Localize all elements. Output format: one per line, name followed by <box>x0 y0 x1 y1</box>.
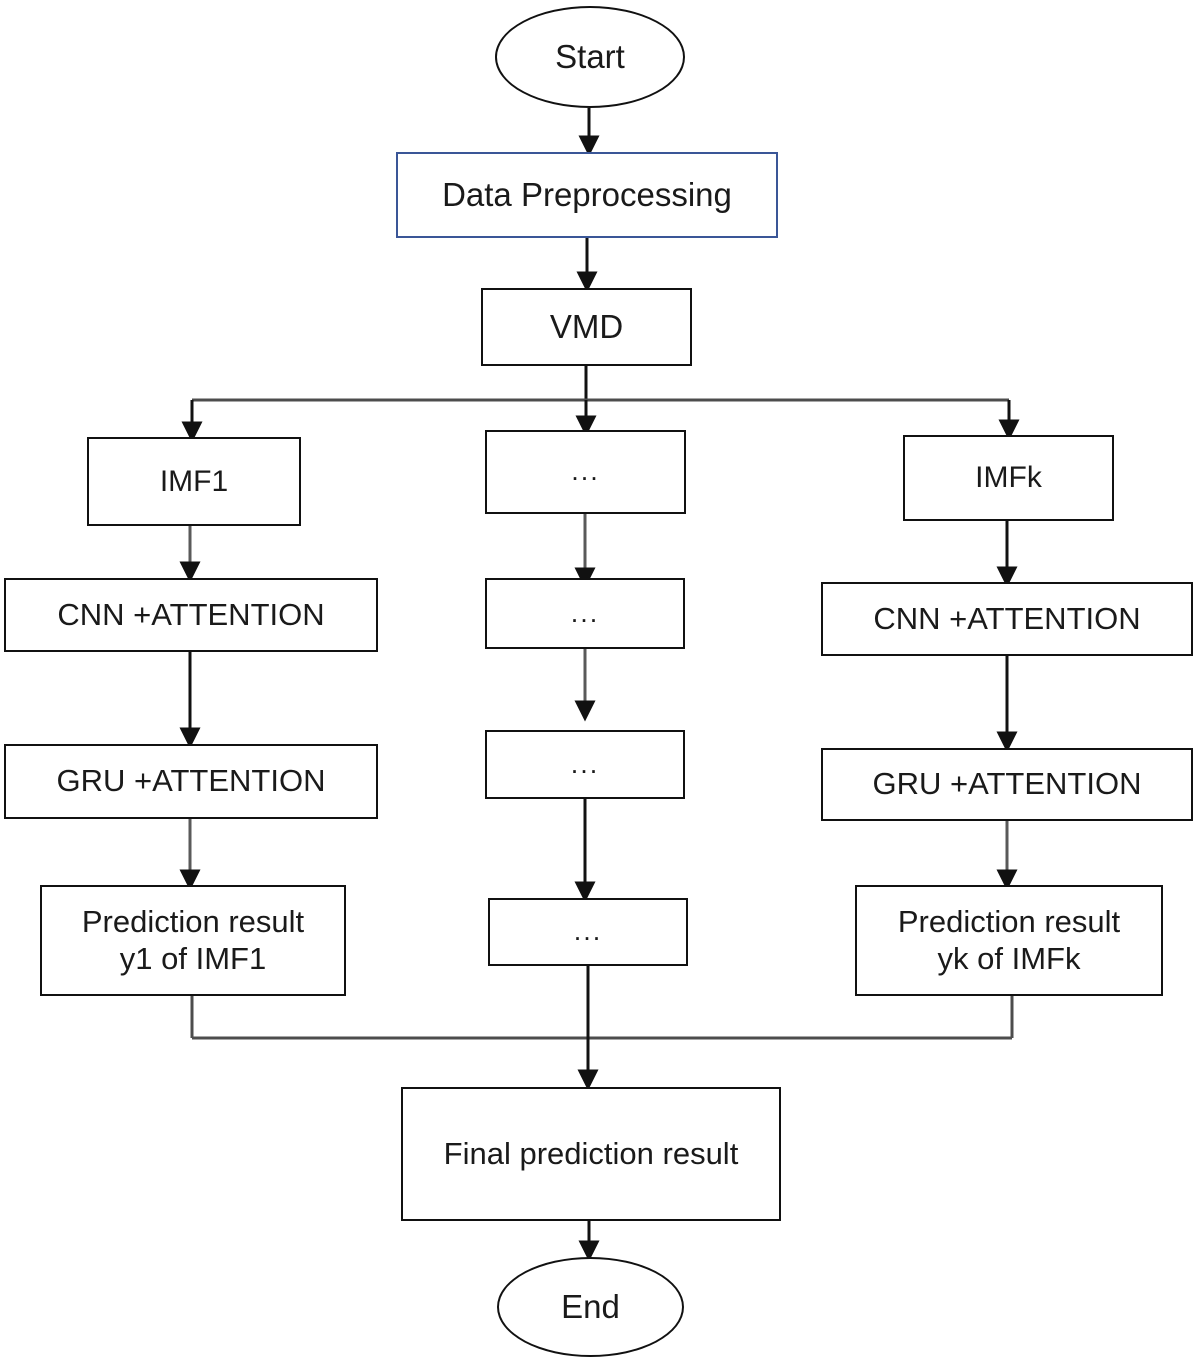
node-prediction-middle-ellipsis[interactable]: ... <box>488 898 688 966</box>
node-gru-attention-left[interactable]: GRU +ATTENTION <box>4 744 378 819</box>
node-imf-middle-ellipsis[interactable]: ... <box>485 430 686 514</box>
node-imf1[interactable]: IMF1 <box>87 437 301 526</box>
node-imfk[interactable]: IMFk <box>903 435 1114 521</box>
node-gru-middle-ellipsis[interactable]: ... <box>485 730 685 799</box>
node-end[interactable]: End <box>497 1257 684 1357</box>
node-cnn-attention-right[interactable]: CNN +ATTENTION <box>821 582 1193 656</box>
node-cnn-middle-ellipsis[interactable]: ... <box>485 578 685 649</box>
node-gru-attention-right[interactable]: GRU +ATTENTION <box>821 748 1193 821</box>
node-prediction-result-imfk[interactable]: Prediction result yk of IMFk <box>855 885 1163 996</box>
node-cnn-attention-left[interactable]: CNN +ATTENTION <box>4 578 378 652</box>
node-vmd[interactable]: VMD <box>481 288 692 366</box>
node-prediction-result-imf1[interactable]: Prediction result y1 of IMF1 <box>40 885 346 996</box>
node-start[interactable]: Start <box>495 6 685 108</box>
node-data-preprocessing[interactable]: Data Preprocessing <box>396 152 778 238</box>
node-final-prediction-result[interactable]: Final prediction result <box>401 1087 781 1221</box>
